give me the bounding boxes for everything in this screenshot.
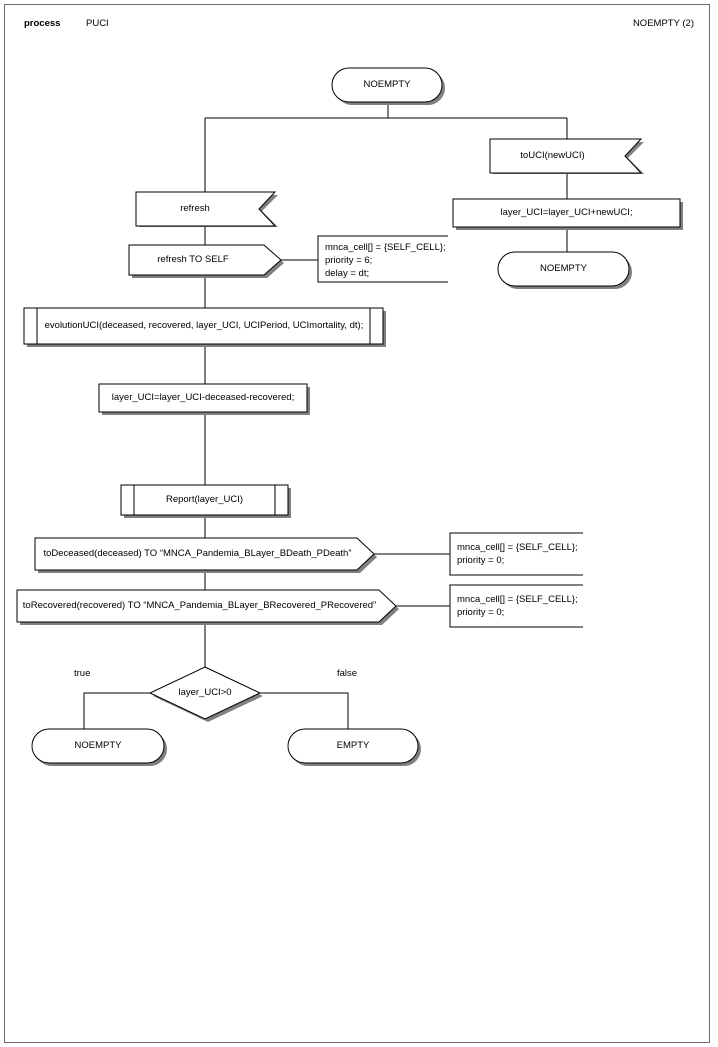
comment-todeceased-text: mnca_cell[] = {SELF_CELL}; priority = 0; [457, 542, 578, 566]
task-add-newuci[interactable] [452, 198, 683, 230]
comment-torecovered [449, 584, 586, 630]
state-noempty-right[interactable] [497, 251, 632, 289]
comment-torecovered-text: mnca_cell[] = {SELF_CELL}; priority = 0; [457, 594, 578, 618]
output-torecovered[interactable] [16, 589, 399, 625]
procedure-evolutionuci[interactable] [23, 307, 386, 347]
state-noempty-start[interactable] [331, 67, 445, 105]
comment-refresh-text: mnca_cell[] = {SELF_CELL}; priority = 6;… [325, 242, 446, 279]
output-todeceased[interactable] [34, 537, 377, 573]
input-touci[interactable] [489, 138, 644, 174]
branch-false-label: false [337, 668, 358, 679]
header-process-name: PUCI [86, 18, 109, 29]
input-refresh[interactable] [135, 191, 278, 227]
procedure-report[interactable] [120, 484, 291, 518]
page-frame [4, 4, 710, 1043]
header-page-label: NOEMPTY (2) [632, 18, 694, 29]
connector-branch-true [83, 692, 150, 729]
comment-refresh [317, 235, 451, 285]
state-noempty-end[interactable] [31, 728, 167, 766]
header-kind: process [24, 18, 61, 29]
decision-layer-uci[interactable] [148, 666, 263, 722]
task-subtract[interactable] [98, 383, 310, 415]
comment-todeceased [449, 532, 586, 578]
connector-branch-false [260, 692, 349, 729]
branch-true-label: true [74, 668, 91, 679]
output-refresh-to-self[interactable] [128, 244, 284, 278]
state-empty-end[interactable] [287, 728, 421, 766]
